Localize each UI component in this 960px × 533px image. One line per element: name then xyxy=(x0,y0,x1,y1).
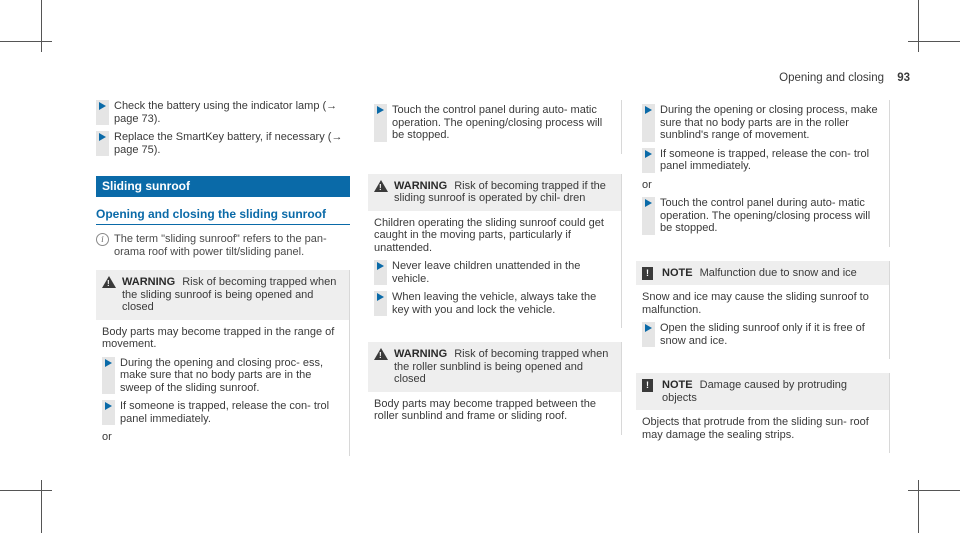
crop-mark xyxy=(0,490,52,491)
column-right: During the opening or closing process, m… xyxy=(636,100,890,453)
warning-continuation: During the opening or closing process, m… xyxy=(636,100,890,247)
crop-mark xyxy=(918,0,919,52)
arrow-right-icon xyxy=(99,102,106,110)
crop-mark xyxy=(41,0,42,52)
arrow-right-icon xyxy=(377,293,384,301)
crop-mark xyxy=(908,490,960,491)
arrow-right-icon xyxy=(645,149,652,158)
exclamation-icon: ! xyxy=(642,379,653,392)
warning-title: Risk of becoming trapped if the sliding … xyxy=(394,179,606,205)
instruction-step: If someone is trapped, release the con- … xyxy=(102,400,341,425)
page-number: 93 xyxy=(897,72,910,84)
instruction-step: If someone is trapped, release the con- … xyxy=(642,147,881,173)
warning-box: ! WARNING Risk of becoming trapped when … xyxy=(96,270,350,456)
arrow-right-icon xyxy=(99,133,106,141)
warning-title: Risk of becoming trapped when the roller… xyxy=(394,348,609,385)
note-box: ! NOTE Malfunction due to snow and ice S… xyxy=(636,260,890,359)
warning-continuation: Touch the control panel during auto- mat… xyxy=(368,100,622,154)
note-title: Damage caused by protruding objects xyxy=(662,379,847,404)
arrow-right-icon xyxy=(377,262,384,270)
info-icon: i xyxy=(96,233,109,246)
arrow-right-icon xyxy=(105,358,112,367)
instruction-step: During the opening and closing proc- ess… xyxy=(102,356,341,394)
instruction-step: Replace the SmartKey battery, if necessa… xyxy=(96,131,350,156)
instruction-step: Touch the control panel during auto- mat… xyxy=(642,197,881,235)
arrow-right-icon xyxy=(645,324,652,332)
section-title: Opening and closing xyxy=(779,72,884,84)
arrow-right-icon xyxy=(105,402,112,410)
note-title: Malfunction due to snow and ice xyxy=(699,266,857,279)
instruction-step: Touch the control panel during auto- mat… xyxy=(374,104,613,142)
note-body: Snow and ice may cause the sliding sunro… xyxy=(642,291,869,316)
warning-body: Children operating the sliding sunroof c… xyxy=(374,216,604,254)
crop-mark xyxy=(908,41,960,42)
instruction-step: Check the battery using the indicator la… xyxy=(96,100,350,125)
subheading: Opening and closing the sliding sunroof xyxy=(96,207,350,225)
note-box: ! NOTE Damage caused by protruding objec… xyxy=(636,373,890,453)
instruction-step: During the opening or closing process, m… xyxy=(642,104,881,142)
crop-mark xyxy=(918,480,919,533)
exclamation-icon: ! xyxy=(642,266,653,280)
arrow-right-icon xyxy=(645,106,652,114)
warning-triangle-icon: ! xyxy=(374,348,388,360)
column-left: Check the battery using the indicator la… xyxy=(96,100,350,456)
column-middle: Touch the control panel during auto- mat… xyxy=(368,100,622,435)
crop-mark xyxy=(41,480,42,533)
arrow-right-icon xyxy=(645,199,652,207)
or-text: or xyxy=(642,178,652,191)
instruction-step: Never leave children unattended in the v… xyxy=(374,260,613,285)
section-heading: Sliding sunroof xyxy=(96,176,350,197)
warning-box: ! WARNING Risk of becoming trapped when … xyxy=(368,342,622,435)
warning-label: WARNING xyxy=(394,348,448,360)
warning-title: Risk of becoming trapped when the slidin… xyxy=(122,276,337,313)
note-body: Objects that protrude from the sliding s… xyxy=(642,416,869,441)
note-label: NOTE xyxy=(662,379,693,391)
note-label: NOTE xyxy=(662,266,693,279)
instruction-step: When leaving the vehicle, always take th… xyxy=(374,291,613,316)
instruction-step: Open the sliding sunroof only if it is f… xyxy=(642,322,881,347)
running-header: Opening and closing 93 xyxy=(779,72,910,85)
crop-mark xyxy=(0,41,52,42)
or-text: or xyxy=(102,431,112,443)
warning-label: WARNING xyxy=(394,179,448,192)
warning-body: Body parts may become trapped in the ran… xyxy=(102,325,335,351)
warning-label: WARNING xyxy=(122,276,176,288)
warning-triangle-icon: ! xyxy=(102,276,116,288)
info-note: i The term "sliding sunroof" refers to t… xyxy=(96,233,350,258)
arrow-right-icon xyxy=(377,106,384,114)
warning-body: Body parts may become trapped between th… xyxy=(374,397,596,423)
warning-box: ! WARNING Risk of becoming trapped if th… xyxy=(368,173,622,328)
warning-triangle-icon: ! xyxy=(374,179,388,192)
